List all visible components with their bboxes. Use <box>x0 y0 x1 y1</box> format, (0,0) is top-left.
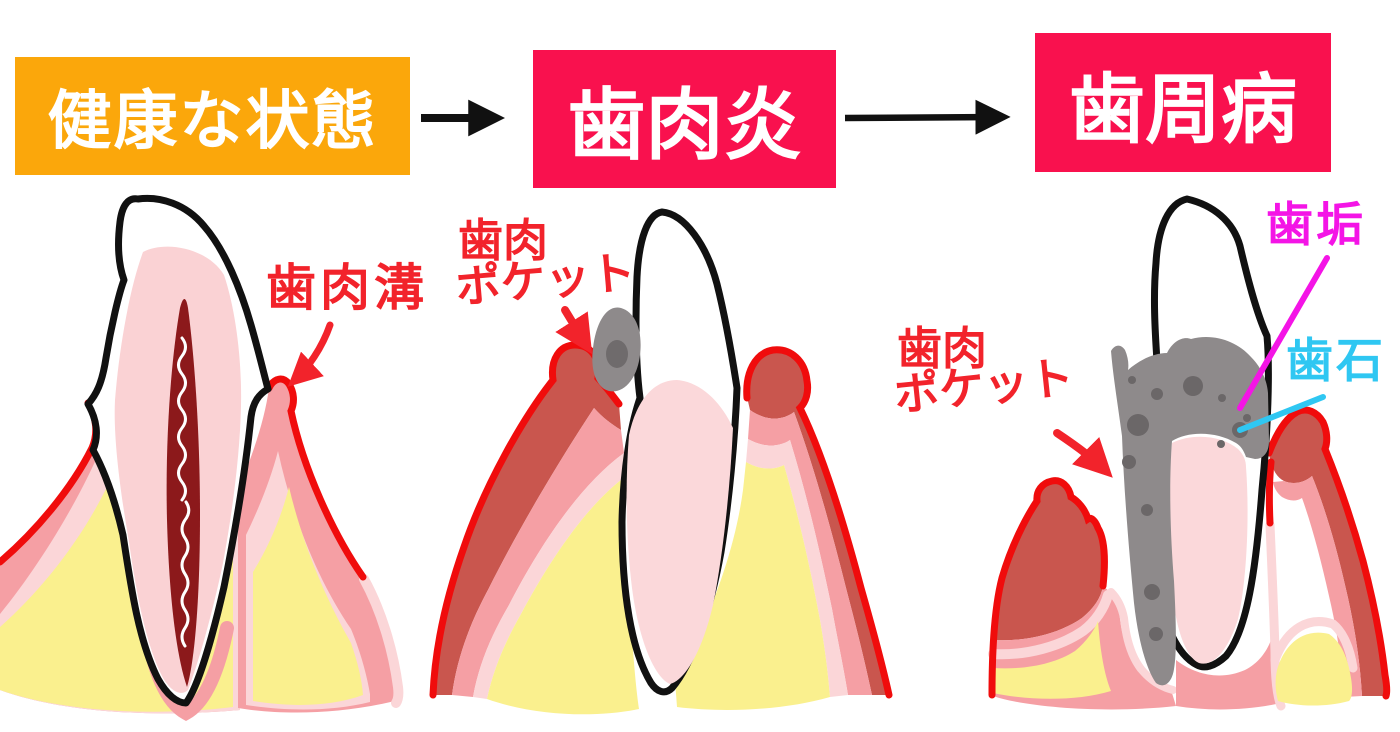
stage-label-gingivitis-text: 歯肉炎 <box>567 81 802 171</box>
progression-arrow-icon <box>421 99 506 137</box>
gum-left <box>452 408 624 697</box>
gumline-outline-left <box>988 477 1108 699</box>
plaque-pocket-core <box>606 340 628 368</box>
stage-label-gingivitis: 歯肉炎 <box>533 50 836 188</box>
pocket-label-gingivitis: 歯肉 ポケット <box>454 214 638 314</box>
gum-inflamed-right <box>746 349 889 695</box>
stage-label-periodontitis-text: 歯周病 <box>1069 64 1297 154</box>
tooth-root <box>1169 436 1248 664</box>
healthy-tooth-illustration <box>0 194 404 721</box>
plaque-label: 歯垢 <box>1266 198 1366 253</box>
stage-label-healthy-text: 健康な状態 <box>47 85 378 159</box>
gum-inflamed-left <box>992 480 1105 641</box>
gingivitis-tooth-illustration <box>429 208 893 715</box>
gum-right <box>748 410 872 695</box>
pocket-label-line1: 歯肉 <box>897 322 988 375</box>
pocket-label-line1: 歯肉 <box>458 214 549 267</box>
bone-left <box>487 476 639 715</box>
sulcus-pointer-arrow-icon <box>287 321 334 387</box>
sulcus-label: 歯肉溝 <box>266 259 428 317</box>
gumline-outline-right <box>743 346 893 699</box>
gum-membrane-left <box>473 453 626 699</box>
pocket-label-periodontitis: 歯肉 ポケット <box>892 322 1077 422</box>
arrow-shaft <box>844 99 1011 135</box>
gum-membrane-right <box>1270 617 1358 673</box>
gum-membrane-left <box>988 590 1113 660</box>
stage-label-periodontitis: 歯周病 <box>1035 33 1331 172</box>
gum-inflamed-left <box>433 345 621 695</box>
gum-membrane-right <box>746 439 848 697</box>
tartar-spots <box>1122 376 1251 641</box>
progression-arrow-icon <box>844 99 1011 135</box>
tooth-root <box>626 380 733 684</box>
plaque-pointer-line-icon <box>1237 255 1330 411</box>
stage-label-healthy: 健康な状態 <box>15 57 410 175</box>
periodontitis-tooth-illustration <box>988 195 1391 711</box>
pocket-label-line2: ポケット <box>453 245 638 314</box>
gum-valley <box>1176 637 1281 710</box>
tartar-pointer-line-icon <box>1237 394 1326 433</box>
gum-inflamed-right <box>1269 410 1387 696</box>
gumline-outline-right <box>1265 406 1391 700</box>
pulp-nerve-squiggle <box>180 500 191 648</box>
bone-right <box>1275 632 1353 706</box>
gum-right <box>1273 476 1362 697</box>
pocket-pointer-arrow-icon <box>555 306 593 355</box>
bone-right <box>675 462 830 710</box>
tartar-label: 歯石 <box>1286 334 1386 389</box>
bone-left <box>993 621 1111 699</box>
pulp-nerve-squiggle <box>177 336 187 502</box>
bone-right <box>253 487 363 705</box>
tooth-pulp <box>166 299 200 687</box>
gumline-outline-right <box>265 375 367 581</box>
pocket-pointer-arrow-icon <box>1053 429 1113 478</box>
membrane-edge-right <box>359 574 404 708</box>
